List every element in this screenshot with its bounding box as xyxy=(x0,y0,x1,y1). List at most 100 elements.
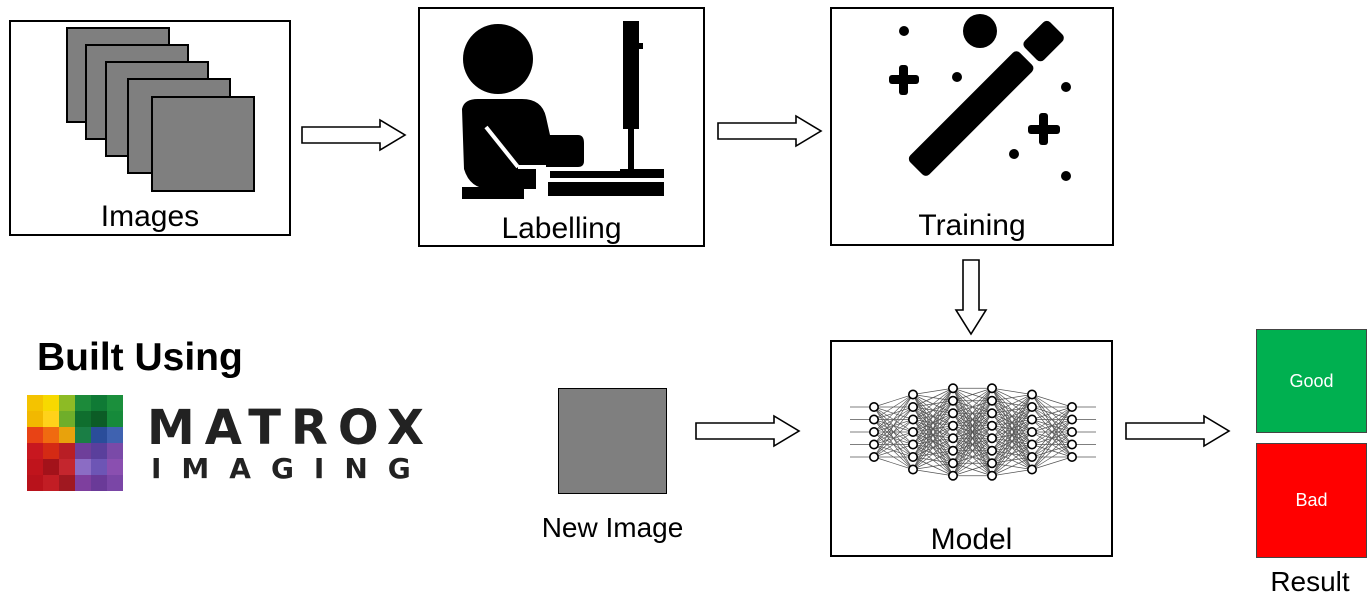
nn-edge xyxy=(952,388,993,439)
nn-edge xyxy=(873,394,914,433)
nn-edge xyxy=(873,456,914,470)
nn-node xyxy=(1067,452,1078,463)
nn-edge xyxy=(873,406,914,458)
nn-node xyxy=(987,470,998,481)
nn-node xyxy=(908,464,919,475)
nn-node xyxy=(868,414,879,425)
nn-edge xyxy=(873,444,914,458)
nn-node xyxy=(1067,427,1078,438)
nn-node xyxy=(908,401,919,412)
nn-edge xyxy=(952,387,993,414)
nn-node xyxy=(948,470,959,481)
model-stage: Model xyxy=(830,340,1113,557)
nn-edge xyxy=(1031,406,1073,445)
nn-edge xyxy=(952,462,993,477)
nn-node xyxy=(948,383,959,394)
nn-node xyxy=(987,458,998,469)
nn-node xyxy=(948,408,959,419)
arrow-labelling-to-training xyxy=(717,114,823,148)
nn-edge xyxy=(952,388,993,464)
nn-edge xyxy=(1031,419,1073,470)
nn-node xyxy=(1027,464,1038,475)
nn-edge xyxy=(1031,406,1073,458)
training-stage: Training xyxy=(830,7,1114,246)
nn-node xyxy=(1027,427,1038,438)
nn-edge xyxy=(1031,406,1073,433)
nn-edge xyxy=(912,387,954,420)
image-stack-icon xyxy=(66,27,255,192)
nn-edge xyxy=(912,388,954,470)
nn-edge xyxy=(873,394,914,458)
nn-node xyxy=(987,433,998,444)
built-using-heading: Built Using xyxy=(37,336,243,379)
nn-edge xyxy=(952,425,993,476)
nn-edge xyxy=(991,469,1033,477)
arrow-model-to-result xyxy=(1125,414,1231,448)
nn-edge xyxy=(912,387,954,395)
nn-edge xyxy=(1031,431,1073,470)
result-bad-label: Bad xyxy=(1295,490,1328,510)
nn-node xyxy=(1027,452,1038,463)
nn-edge xyxy=(912,413,954,470)
nn-edge xyxy=(952,413,993,476)
result-good-label: Good xyxy=(1289,370,1334,391)
nn-edge xyxy=(873,394,914,420)
nn-edge xyxy=(873,394,914,445)
nn-edge xyxy=(991,387,1033,395)
nn-edge xyxy=(991,406,1033,476)
nn-node xyxy=(1067,401,1078,412)
nn-edge xyxy=(873,431,914,458)
matrox-logo: MATROX IMAGING xyxy=(27,395,424,495)
nn-node xyxy=(1027,414,1038,425)
new-image-thumbnail xyxy=(558,388,667,494)
nn-node xyxy=(868,439,879,450)
nn-node xyxy=(868,401,879,412)
nn-edge xyxy=(873,394,914,408)
nn-edge xyxy=(991,394,1033,476)
result-bad: Bad xyxy=(1256,443,1367,558)
nn-edge xyxy=(912,462,954,470)
nn-node xyxy=(908,427,919,438)
nn-edge xyxy=(912,388,954,458)
nn-edge xyxy=(912,450,954,470)
nn-edge xyxy=(991,394,1033,427)
arrow-training-to-model xyxy=(954,259,988,336)
nn-edge xyxy=(952,437,993,477)
nn-edge xyxy=(873,419,914,458)
nn-edge xyxy=(1031,394,1073,408)
model-label: Model xyxy=(930,523,1013,556)
logo-wordmark-imaging: IMAGING xyxy=(151,452,431,485)
nn-edge xyxy=(912,400,954,470)
nn-node xyxy=(987,445,998,456)
nn-node xyxy=(908,414,919,425)
nn-node xyxy=(987,420,998,431)
nn-node xyxy=(987,408,998,419)
nn-node xyxy=(1027,389,1038,400)
arrow-images-to-labelling xyxy=(301,118,407,152)
nn-edge xyxy=(952,450,993,477)
nn-edge xyxy=(952,387,993,427)
nn-edge xyxy=(991,431,1033,476)
nn-node xyxy=(868,427,879,438)
nn-edge xyxy=(912,469,954,477)
nn-node xyxy=(908,389,919,400)
nn-node xyxy=(987,395,998,406)
arrow-new-image-to-model xyxy=(695,414,801,448)
matrox-logo-icon xyxy=(27,395,123,491)
images-label: Images xyxy=(100,200,200,233)
nn-edge xyxy=(1031,406,1073,470)
nn-node xyxy=(1067,414,1078,425)
new-image-label: New Image xyxy=(541,512,684,543)
nn-edge xyxy=(912,387,954,408)
nn-edge xyxy=(1031,406,1073,420)
nn-edge xyxy=(991,444,1033,477)
nn-edge xyxy=(991,394,1033,451)
nn-node xyxy=(1027,401,1038,412)
labelling-stage: Labelling xyxy=(418,7,705,247)
nn-edge xyxy=(952,400,993,476)
images-stage: Images xyxy=(9,20,291,236)
nn-node xyxy=(948,445,959,456)
nn-node xyxy=(908,439,919,450)
result-good: Good xyxy=(1256,329,1367,433)
nn-node xyxy=(1067,439,1078,450)
